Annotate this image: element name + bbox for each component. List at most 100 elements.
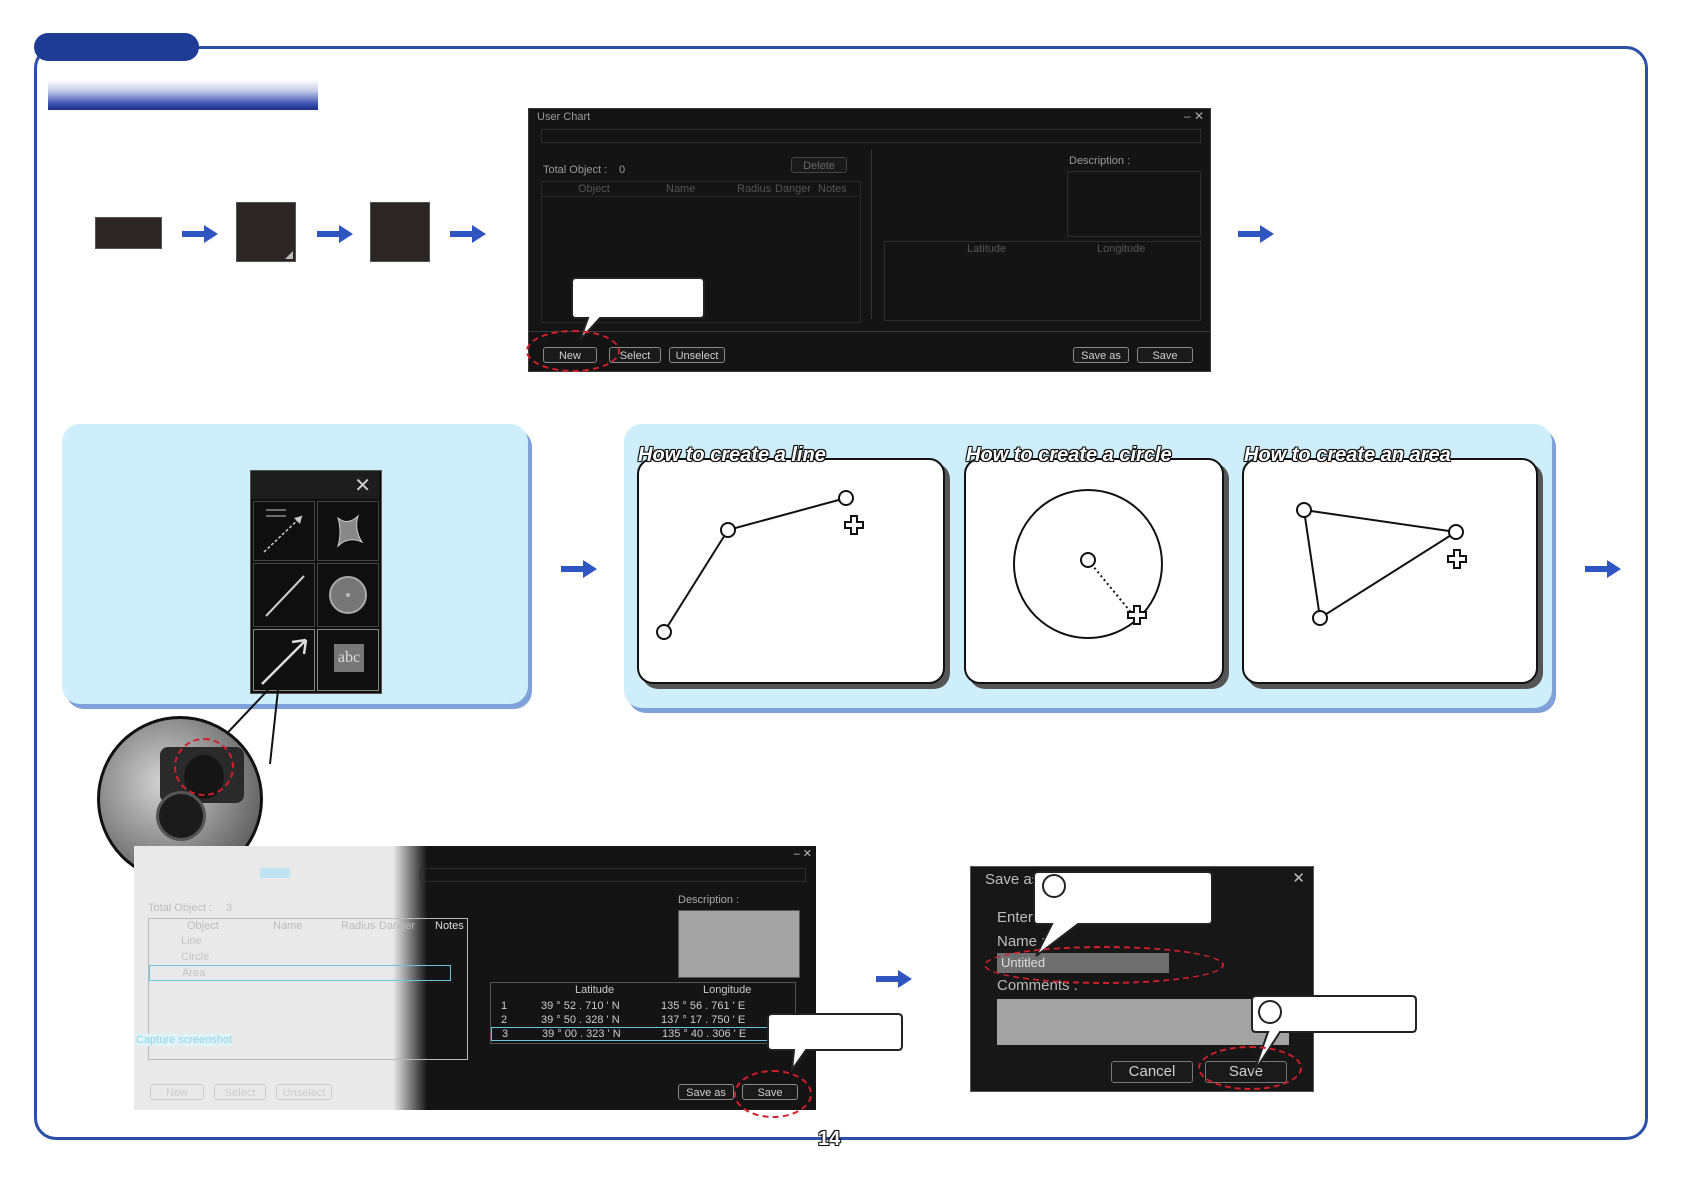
total-object-label: Total Object : [148, 902, 213, 914]
coord-row[interactable]: 1 39 ° 52 . 710 ' N 135 ° 56 . 761 ' E [491, 999, 795, 1013]
wheel-highlight [174, 738, 234, 796]
arrow-icon [1238, 225, 1274, 243]
total-object-value: 3 [226, 902, 233, 914]
coord-index: 2 [501, 1014, 508, 1026]
coord-index: 3 [502, 1028, 509, 1040]
col-danger: Danger [379, 920, 416, 932]
corner-mark-icon [285, 251, 293, 259]
close-icon[interactable]: – ✕ [1183, 109, 1204, 123]
callout-confirm [1251, 995, 1417, 1073]
callout-name [1033, 871, 1213, 957]
menu-key-button[interactable] [95, 217, 162, 249]
coord-latitude: 39 ° 52 . 710 ' N [541, 1000, 620, 1012]
route-tool-icon[interactable] [253, 501, 315, 561]
select-button[interactable]: Select [214, 1084, 266, 1100]
object-list: Object Name Radius Danger Notes [541, 181, 861, 323]
arrow-icon [561, 560, 597, 578]
toolbar-strip [541, 129, 1201, 143]
new-button[interactable]: New [150, 1084, 204, 1100]
arrow-icon [876, 970, 912, 988]
unselect-button[interactable]: Unselect [276, 1084, 332, 1100]
divider [871, 149, 872, 319]
save-button[interactable]: Save [1137, 347, 1193, 363]
section-header-bar [48, 80, 318, 110]
object-palette: ✕ abc [250, 470, 382, 694]
callout-save [767, 1013, 903, 1072]
object-list-header: Object Name Radius Danger Notes [542, 182, 860, 197]
object-list: Object Name Radius Danger Notes Line Cir… [148, 918, 468, 1060]
coordinate-table: Latitude Longitude [884, 241, 1201, 321]
confirm-save-highlight [1198, 1046, 1302, 1090]
row-circle[interactable]: Circle [181, 951, 210, 963]
save-as-button[interactable]: Save as [678, 1084, 734, 1100]
mark-tool-icon[interactable] [317, 501, 379, 561]
text-tool-icon[interactable]: abc [317, 629, 379, 691]
close-icon[interactable]: ✕ [1292, 870, 1305, 887]
coord-longitude: 135 ° 40 . 306 ' E [662, 1028, 747, 1040]
circle-card-title: How to create a circle [966, 444, 1172, 466]
page-frame [34, 46, 1648, 1140]
comments-input[interactable] [997, 999, 1289, 1045]
coord-row-selected[interactable]: 3 39 ° 00 . 323 ' N 135 ° 40 . 306 ' E [491, 1027, 795, 1041]
description-box[interactable] [1067, 171, 1201, 237]
coord-row[interactable]: 2 39 ° 50 . 328 ' N 137 ° 17 . 750 ' E [491, 1013, 795, 1027]
col-name: Name [273, 920, 303, 932]
user-chart-window: User Chart – ✕ Total Object : 0 Delete O… [528, 108, 1211, 372]
select-button[interactable]: Select [609, 347, 661, 363]
chart-menu-button[interactable] [236, 202, 296, 262]
row-area: Area [182, 967, 206, 979]
coord-latitude: 39 ° 00 . 323 ' N [542, 1028, 621, 1040]
col-danger: Danger [775, 183, 812, 195]
arrow-icon [317, 225, 353, 243]
text-tool-label: abc [334, 644, 364, 672]
coordinate-table: Latitude Longitude 1 39 ° 52 . 710 ' N 1… [490, 982, 796, 1044]
row-line[interactable]: Line [181, 935, 202, 947]
line-diagram [656, 490, 864, 640]
col-latitude: Latitude [967, 243, 1007, 255]
footer-divider [529, 331, 1210, 332]
name-label: Name : [997, 933, 1046, 950]
row-area-selected[interactable]: Area [149, 965, 451, 981]
description-box[interactable] [678, 910, 800, 978]
delete-button[interactable]: Delete [791, 157, 847, 173]
col-longitude: Longitude [1097, 243, 1146, 255]
enter-label: Enter [997, 909, 1033, 926]
coord-latitude: 39 ° 50 . 328 ' N [541, 1014, 620, 1026]
description-label: Description : [1069, 155, 1131, 167]
save-highlight [734, 1070, 812, 1118]
total-object-value: 0 [619, 164, 626, 176]
callout-new [571, 277, 705, 341]
line-card [637, 458, 945, 684]
col-object: Object [187, 920, 219, 932]
trackball[interactable] [156, 791, 206, 841]
area-card [1242, 458, 1538, 684]
total-object-label: Total Object : [543, 164, 608, 176]
selected-tab [260, 868, 290, 878]
section-tab [34, 33, 199, 61]
arrow-icon [1585, 560, 1621, 578]
coord-longitude: 137 ° 17 . 750 ' E [661, 1014, 746, 1026]
col-notes: Notes [818, 183, 847, 195]
save-as-button[interactable]: Save as [1073, 347, 1129, 363]
cancel-button[interactable]: Cancel [1111, 1061, 1193, 1083]
close-icon[interactable]: ✕ [354, 475, 371, 497]
circle-card [964, 458, 1224, 684]
toolbar-strip [420, 868, 806, 882]
new-highlight [526, 330, 620, 372]
filled-user-chart-window: – ✕ Total Object : 3 Object Name Radius … [134, 846, 816, 1110]
arrow-tool-icon[interactable] [253, 629, 315, 691]
unselect-button[interactable]: Unselect [669, 347, 725, 363]
col-longitude: Longitude [703, 984, 752, 996]
circle-diagram [1013, 489, 1163, 639]
capture-label[interactable]: Capture screenshot [136, 1034, 232, 1046]
close-icon[interactable]: – ✕ [793, 848, 812, 860]
line-tool-icon[interactable] [253, 563, 315, 627]
circle-tool-icon[interactable] [317, 563, 379, 627]
name-highlight [984, 946, 1224, 984]
col-object: Object [578, 183, 610, 195]
arrow-icon [182, 225, 218, 243]
coord-index: 1 [501, 1000, 508, 1012]
window-title: User Chart [537, 111, 591, 123]
user-chart-button[interactable] [370, 202, 430, 262]
col-latitude: Latitude [575, 984, 615, 996]
